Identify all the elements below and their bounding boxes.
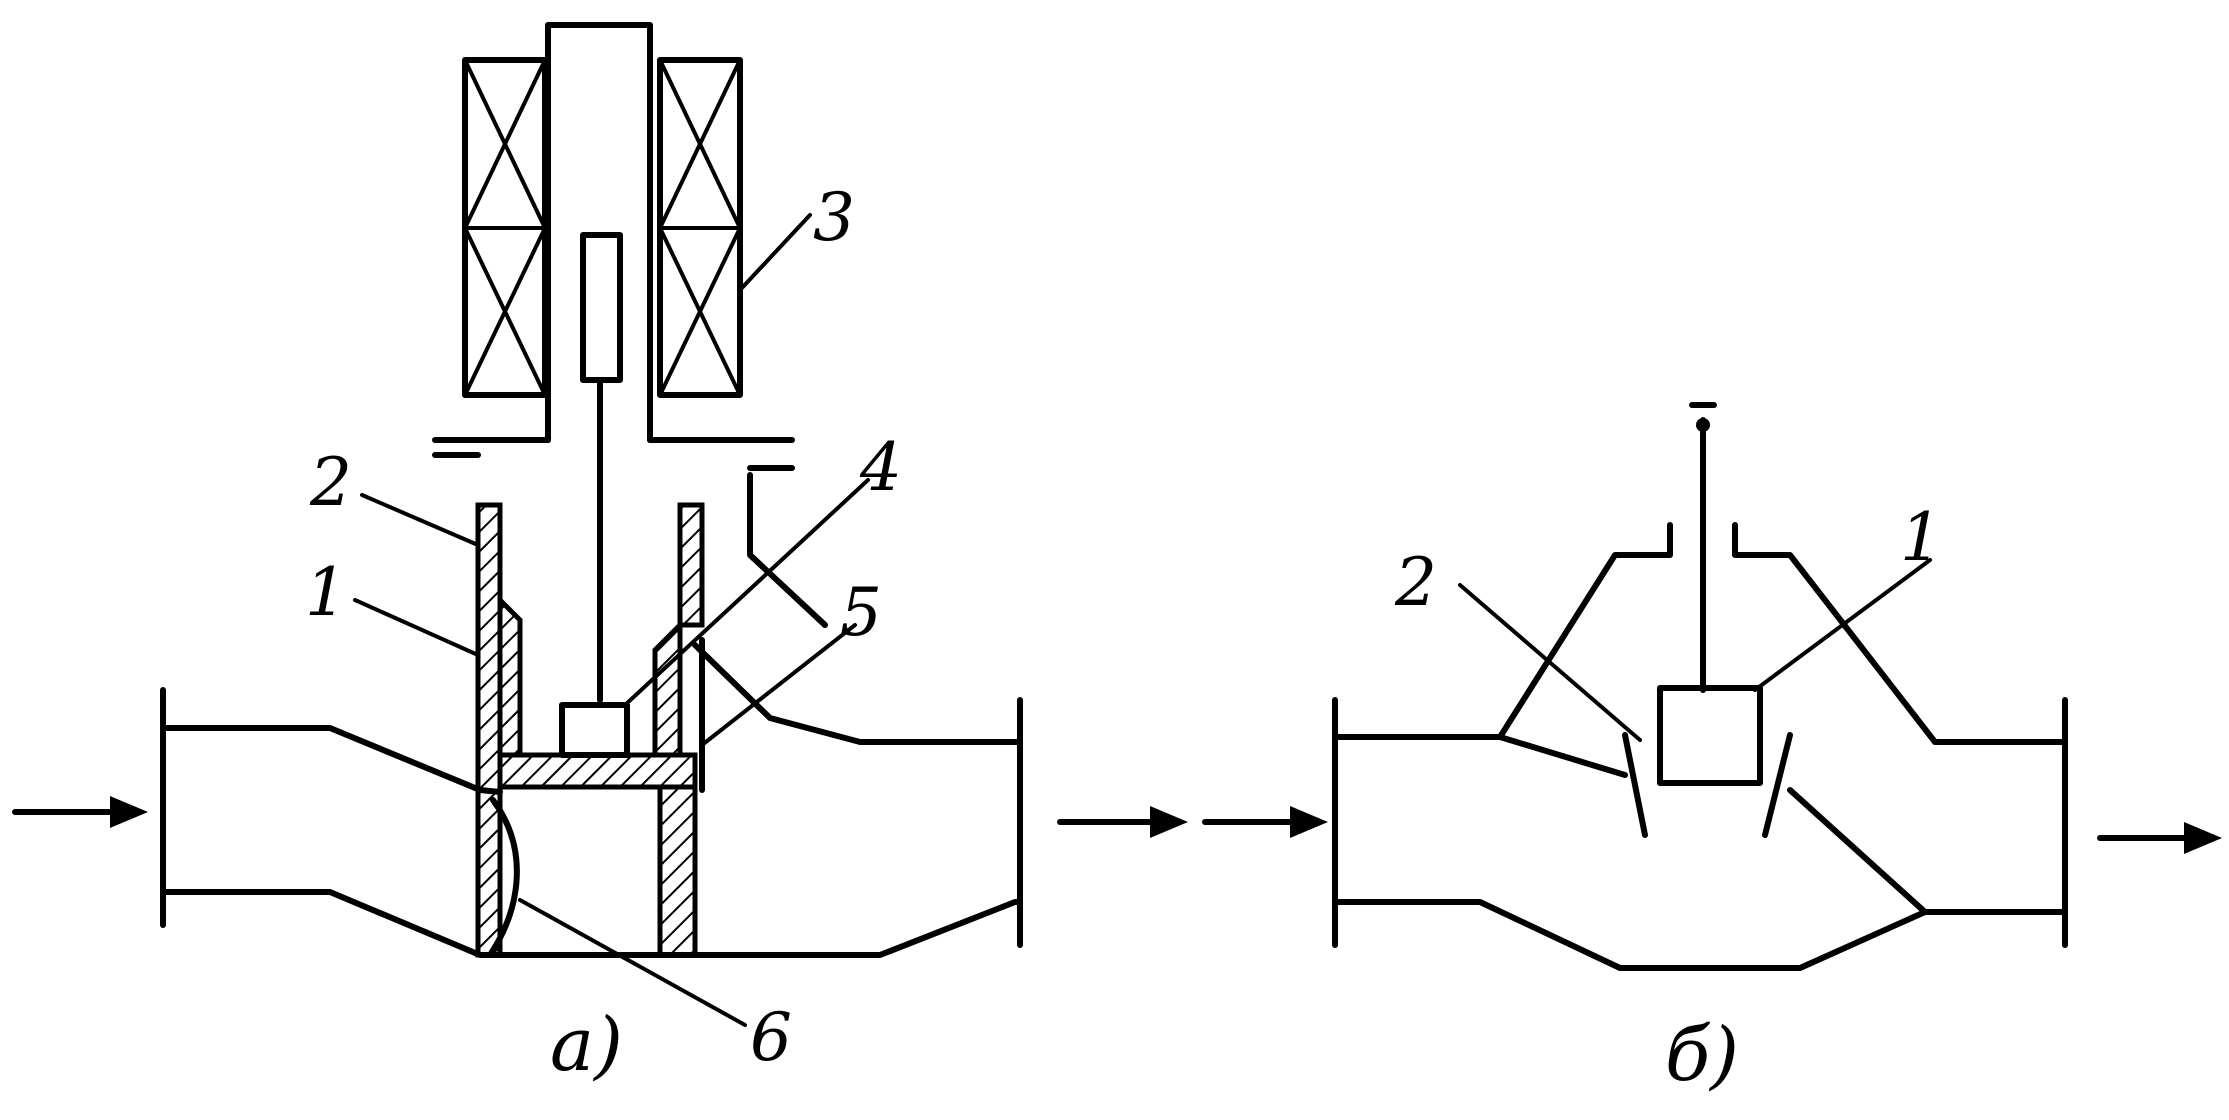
label-a-5: 5 (840, 574, 882, 651)
leader-lines-a (353, 213, 870, 1027)
label-b-1: 1 (1900, 499, 1942, 576)
leader-lines-b (1458, 558, 1932, 742)
valve-body-a (160, 452, 1023, 958)
outlet-arrow-a (1057, 806, 1188, 838)
label-a-6: 6 (750, 999, 792, 1076)
valve-plug (559, 702, 630, 758)
caption-a: а) (550, 1002, 623, 1088)
label-a-1: 1 (305, 554, 347, 631)
piston-assembly (475, 502, 705, 958)
label-a-2: 2 (309, 444, 352, 521)
solenoid-core (432, 22, 795, 703)
caption-b: б) (1665, 1012, 1739, 1098)
label-a-4: 4 (859, 429, 902, 506)
label-b-2: 2 (1394, 544, 1437, 621)
valve-body-b (1332, 522, 2068, 971)
diagram-a: 1 2 3 4 5 6 а) (12, 22, 1188, 1088)
valve-seat (1622, 732, 1793, 838)
inlet-arrow-b (1202, 806, 1328, 838)
valve-stem-disk (1657, 402, 1763, 786)
label-a-3: 3 (813, 179, 855, 256)
diagram-b: 1 2 б) (1202, 402, 2222, 1098)
solenoid-coil (462, 57, 743, 398)
bypass-membrane (487, 797, 520, 958)
inlet-arrow-a (12, 796, 148, 828)
outlet-arrow-b (2097, 822, 2222, 854)
